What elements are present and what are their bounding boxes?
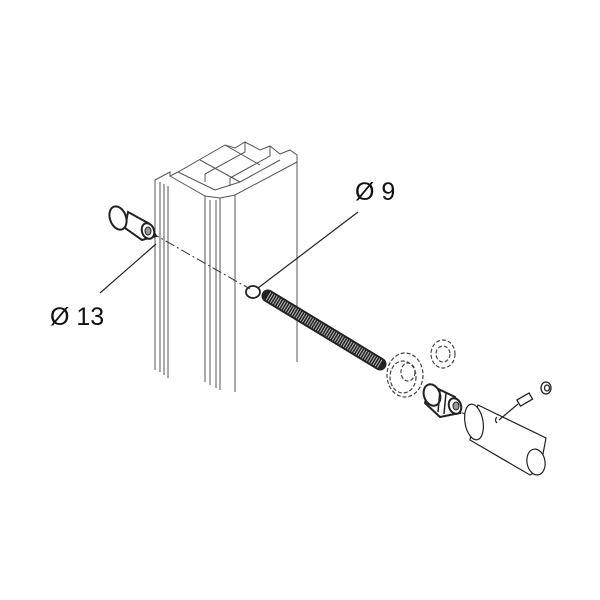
ring-washer bbox=[245, 285, 261, 299]
end-cap bbox=[540, 381, 552, 395]
optional-washers bbox=[386, 339, 456, 398]
aluminium-profile bbox=[154, 141, 298, 392]
leader-line-13 bbox=[99, 243, 157, 294]
diameter-13-label: Ø 13 bbox=[50, 303, 105, 331]
diameter-9-label: Ø 9 bbox=[355, 178, 396, 206]
leader-line-9 bbox=[257, 211, 359, 289]
threaded-rod bbox=[261, 289, 387, 371]
threaded-adapter bbox=[422, 383, 463, 419]
set-screw bbox=[516, 392, 534, 407]
axis-line bbox=[149, 231, 251, 290]
flange-bushing bbox=[108, 205, 158, 242]
handle-tube bbox=[464, 403, 547, 476]
